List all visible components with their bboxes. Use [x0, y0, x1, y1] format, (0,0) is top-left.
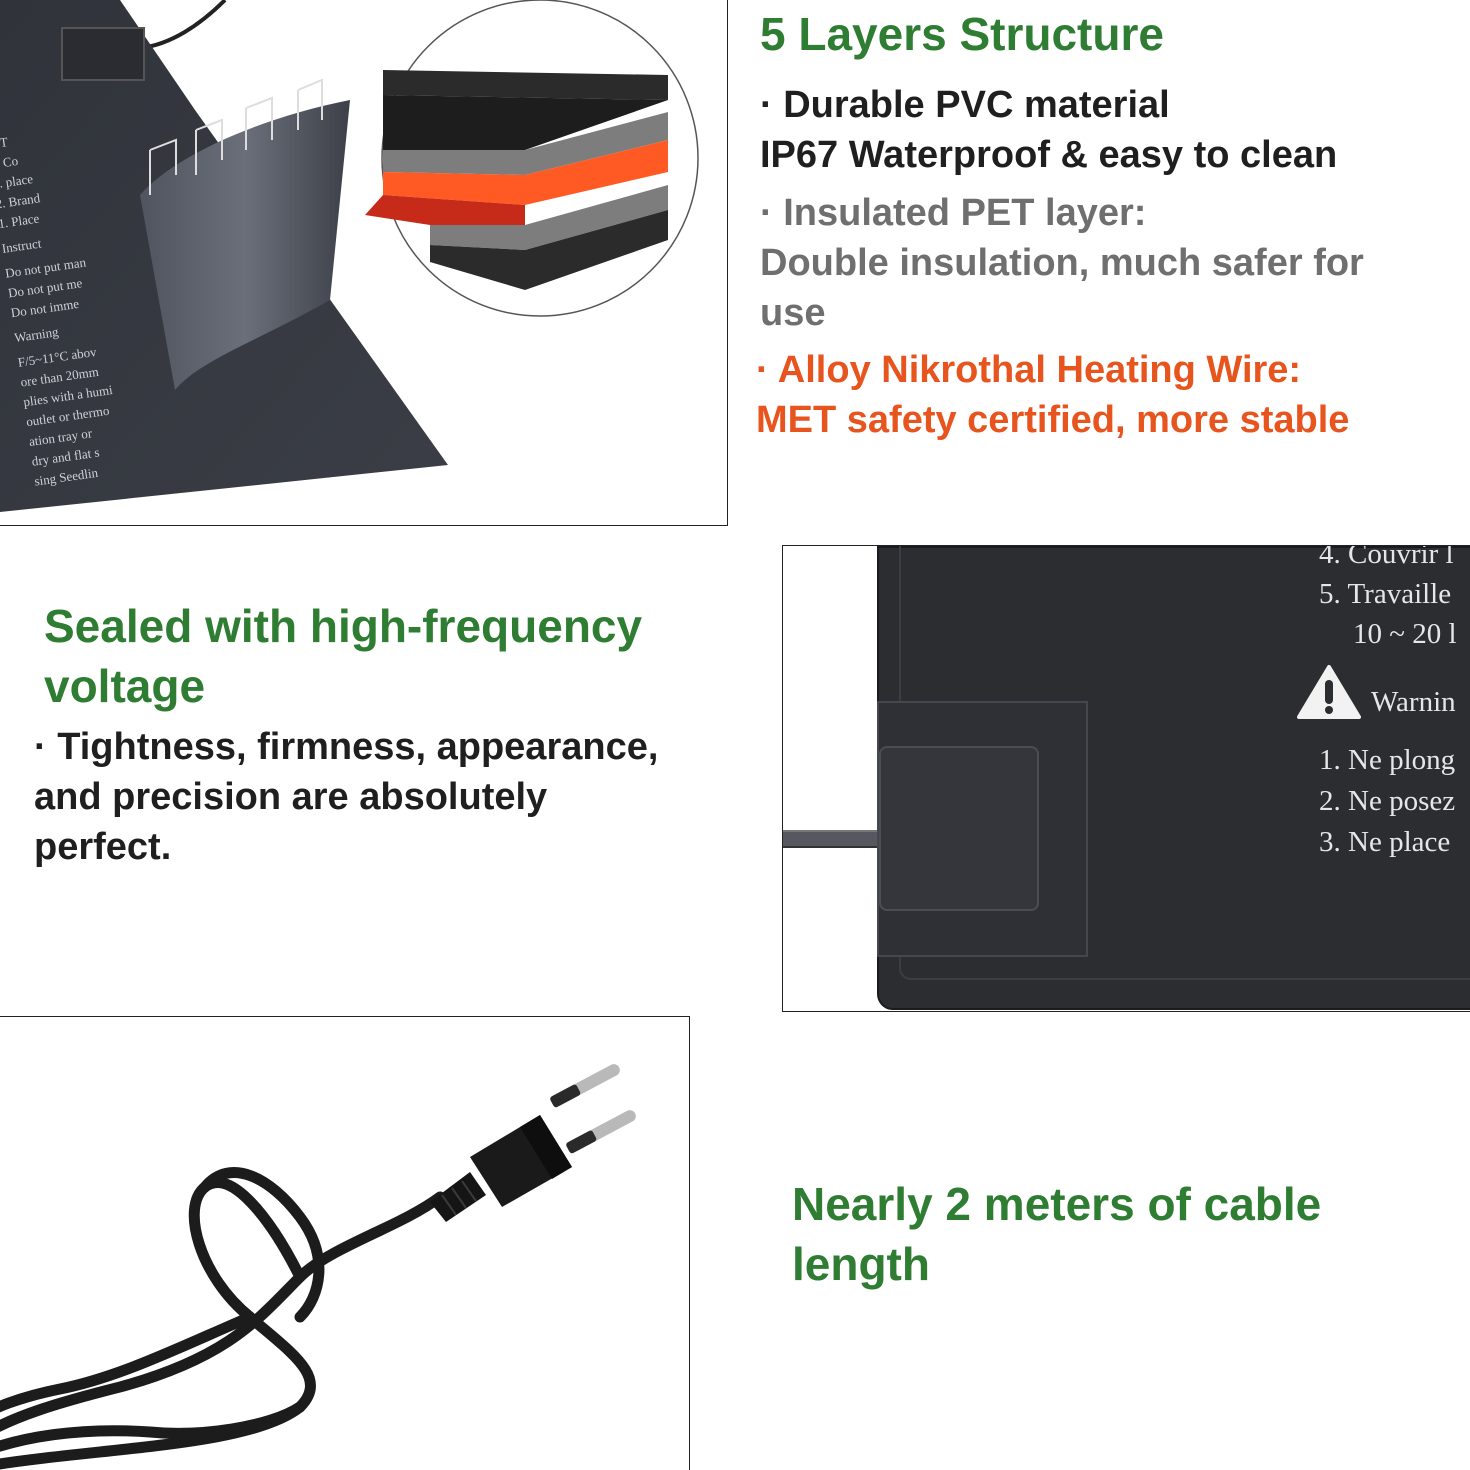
svg-text:Instruct: Instruct	[1, 235, 43, 255]
heat-mat-illustration: 5. T 4. Co 3. place 2. Brand 1. Place In…	[0, 0, 699, 512]
pvc-feature-title: · Durable PVC material	[760, 84, 1170, 126]
wire-feature-title: · Alloy Nikrothal Heating Wire:	[756, 349, 1302, 391]
svg-text:2. Brand: 2. Brand	[0, 190, 41, 211]
warning-triangle-icon	[1297, 665, 1361, 719]
cable-title-line-2: length	[792, 1238, 930, 1290]
cable-illustration-panel	[0, 1016, 690, 1470]
cable-title-line-1: Nearly 2 meters of cable	[792, 1178, 1322, 1230]
eu-plug-icon	[430, 1064, 636, 1222]
mat-text-line-1: 4. Couvrir l	[1319, 545, 1454, 570]
svg-text:3. place: 3. place	[0, 171, 34, 192]
layers-illustration-panel: 5. T 4. Co 3. place 2. Brand 1. Place In…	[0, 0, 728, 526]
svg-text:4. Co: 4. Co	[0, 153, 19, 172]
svg-text:1. Place: 1. Place	[0, 211, 40, 232]
mat-text-line-7: 3. Ne place	[1319, 826, 1451, 858]
sealed-body-line-2: and precision are absolutely	[34, 776, 548, 818]
coiled-cable-illustration	[0, 1064, 636, 1470]
mat-closeup-panel: 4. Couvrir l 5. Travaille 10 ~ 20 l Warn…	[782, 545, 1470, 1012]
mat-warning-label: Warnin	[1371, 686, 1456, 718]
wire-feature-text: MET safety certified, more stable	[756, 399, 1350, 441]
power-cable	[783, 830, 883, 848]
sealed-title-line-1: Sealed with high-frequency	[44, 600, 643, 652]
sealed-body-line-1: · Tightness, firmness, appearance,	[34, 726, 659, 768]
sealed-cable-cap	[879, 746, 1039, 911]
mat-text-line-3: 10 ~ 20 l	[1353, 618, 1457, 650]
pvc-feature-text: IP67 Waterproof & easy to clean	[760, 134, 1338, 176]
sealed-title-line-2: voltage	[44, 660, 206, 712]
mat-text-line-5: 1. Ne plong	[1319, 744, 1456, 776]
layers-title: 5 Layers Structure	[760, 8, 1164, 60]
pet-feature-text-1: Double insulation, much safer for	[760, 242, 1364, 284]
mat-text-line-2: 5. Travaille	[1319, 578, 1452, 610]
pet-feature-title: · Insulated PET layer:	[760, 192, 1147, 234]
svg-text:Warning: Warning	[13, 324, 60, 345]
sealed-body-line-3: perfect.	[34, 826, 172, 868]
pet-feature-text-2: use	[760, 292, 826, 334]
svg-text:5. T: 5. T	[0, 134, 9, 152]
layered-cross-section-icon	[365, 70, 668, 290]
mat-text-line-6: 2. Ne posez	[1319, 785, 1456, 817]
